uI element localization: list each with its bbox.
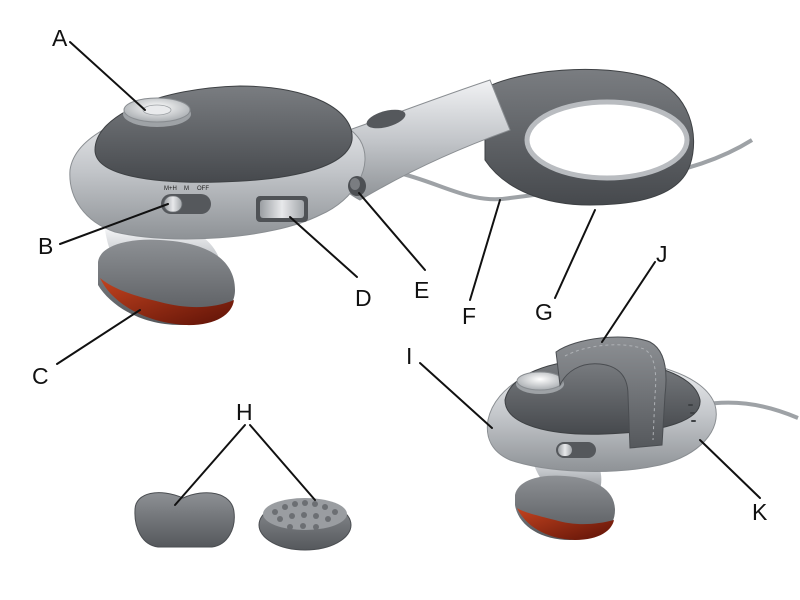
massage-head-infrared: [100, 278, 234, 326]
vent-slots: [688, 404, 696, 422]
part-labels: A B C D E F G H I J K: [32, 25, 768, 525]
nub-attachment: [258, 498, 352, 551]
leader-j: [601, 261, 656, 343]
switch-mark-m: M: [184, 186, 189, 192]
label-f: F: [462, 303, 476, 329]
compact-intensity-dial: [516, 371, 564, 394]
attachment-release-button: [256, 196, 308, 222]
compact-massager: [486, 336, 799, 540]
leader-lines: [56, 41, 761, 506]
label-e: E: [414, 277, 429, 303]
label-c: C: [32, 363, 49, 389]
label-b: B: [38, 233, 53, 259]
label-h: H: [236, 399, 253, 425]
label-k: K: [752, 499, 768, 525]
switch-mark-mh: M+H: [164, 186, 177, 192]
leader-e: [358, 192, 426, 271]
leader-g: [554, 209, 596, 299]
neck-button: [366, 109, 406, 129]
label-a: A: [52, 25, 68, 51]
leader-k: [699, 439, 761, 499]
compact-massage-head-infrared: [517, 508, 614, 540]
leader-d: [289, 216, 358, 278]
switch-mark-off: OFF: [197, 186, 209, 192]
attachments: [134, 492, 352, 551]
leader-h2: [249, 424, 316, 501]
strap-stitching: [564, 344, 657, 441]
main-massager: M+H M OFF: [69, 68, 754, 326]
heat-button: [348, 176, 366, 196]
leader-a: [69, 41, 146, 111]
label-g: G: [535, 299, 553, 325]
leader-f: [469, 199, 501, 301]
leader-b: [59, 203, 169, 245]
leader-h1: [174, 424, 246, 506]
smooth-attachment: [134, 492, 235, 548]
compact-mode-switch: [556, 442, 596, 458]
leader-c: [56, 309, 141, 365]
leader-i: [419, 362, 493, 429]
label-i: I: [406, 343, 412, 369]
mode-switch: M+H M OFF: [161, 186, 211, 214]
intensity-dial: [123, 97, 191, 127]
label-d: D: [355, 285, 372, 311]
label-j: J: [656, 241, 668, 267]
handle-opening: [524, 99, 690, 181]
hand-strap: [555, 336, 667, 449]
